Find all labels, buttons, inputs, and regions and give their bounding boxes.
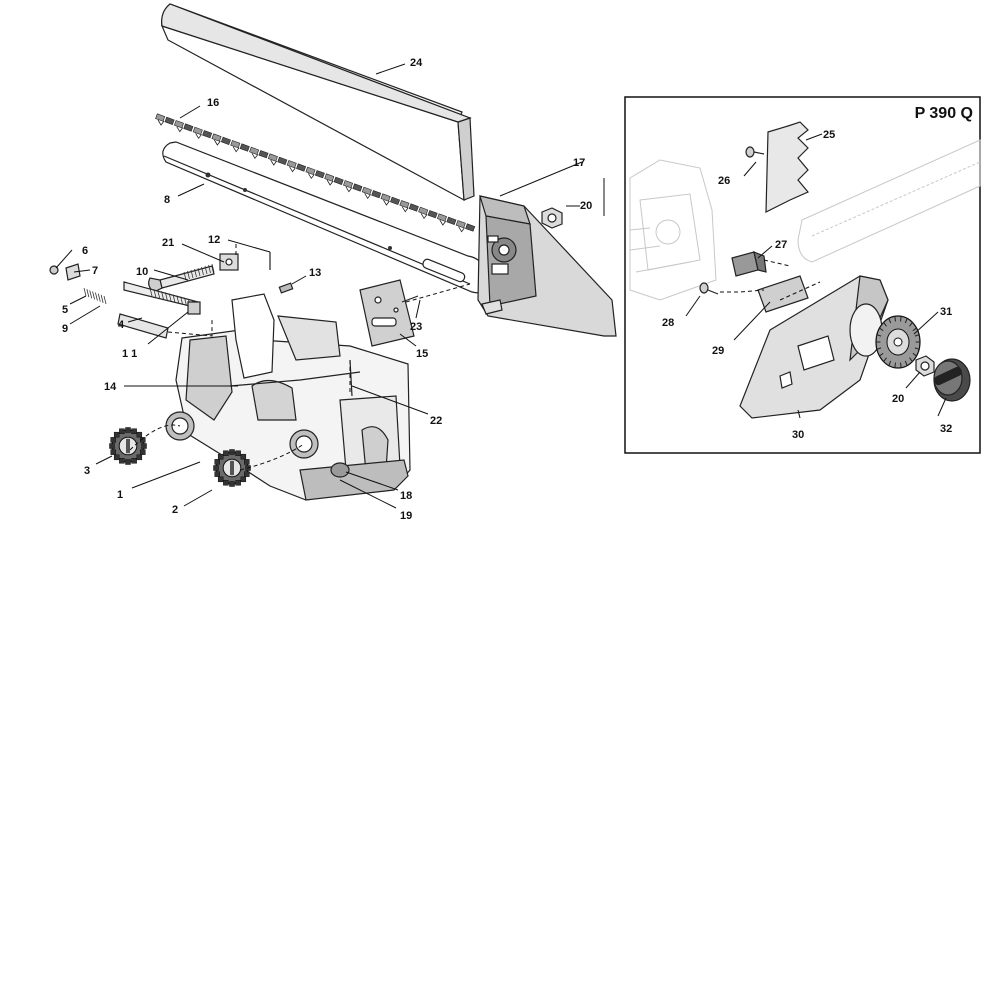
callout-32: 32 [940,423,952,435]
callout-19: 19 [400,510,412,522]
inset-panel: P 390 Q [624,96,981,454]
callout-10: 10 [136,266,148,278]
block-27 [731,251,767,277]
callout-20-main: 20 [580,200,592,212]
plate-29 [757,275,809,313]
bumper-spike [765,121,809,213]
screw-23 [401,295,419,303]
callout-3: 3 [84,465,90,477]
callout-18: 18 [400,490,412,502]
callout-labels: 24 16 8 17 20 21 12 13 10 6 7 5 9 4 1 1 … [62,57,952,522]
cap-tethers [129,424,305,471]
callout-1: 1 [117,489,123,501]
callout-17: 17 [573,157,585,169]
clutch-cover [739,275,889,419]
callout-2: 2 [172,504,178,516]
callout-13: 13 [309,267,321,279]
callout-12: 12 [208,234,220,246]
sprocket-cover [477,195,617,337]
callout-25: 25 [823,129,835,141]
callout-23: 23 [410,321,422,333]
callout-16: 16 [207,97,219,109]
callout-4: 4 [118,319,125,331]
screw-26 [745,146,765,158]
assembly-lines [167,244,471,392]
callout-15: 15 [416,348,428,360]
tension-parts [49,252,294,339]
saw-chain [155,113,476,233]
inset-ghost-engine [629,159,717,301]
inset-assembly-line-c [763,259,791,267]
oil-cap [109,427,147,465]
callout-28: 28 [662,317,674,329]
callout-7: 7 [92,265,98,277]
callout-14: 14 [104,381,117,393]
inset-ghost-bar [797,139,981,263]
inset-title: P 390 Q [915,105,973,122]
callout-9: 9 [62,323,68,335]
callout-27: 27 [775,239,787,251]
callout-6: 6 [82,245,88,257]
fuel-cap [213,449,251,487]
callout-29: 29 [712,345,724,357]
chain-plate [359,279,415,347]
callout-11: 1 1 [122,348,137,360]
screw-28 [699,282,719,295]
callout-20-inset: 20 [892,393,904,405]
inset-nut [915,355,935,377]
bar-nut [541,207,563,229]
callout-22: 22 [430,415,442,427]
leader-lines [55,63,605,509]
callout-21: 21 [162,237,174,249]
knob-32 [933,358,971,402]
sprocket-31 [875,315,921,369]
callout-26: 26 [718,175,730,187]
callout-5: 5 [62,304,68,316]
inset-assembly-line-a [720,289,765,293]
callout-30: 30 [792,429,804,441]
callout-24: 24 [410,57,423,69]
bar-cover [160,3,475,202]
callout-31: 31 [940,306,952,318]
inset-assembly-line-b [779,281,821,301]
callout-8: 8 [164,194,170,206]
